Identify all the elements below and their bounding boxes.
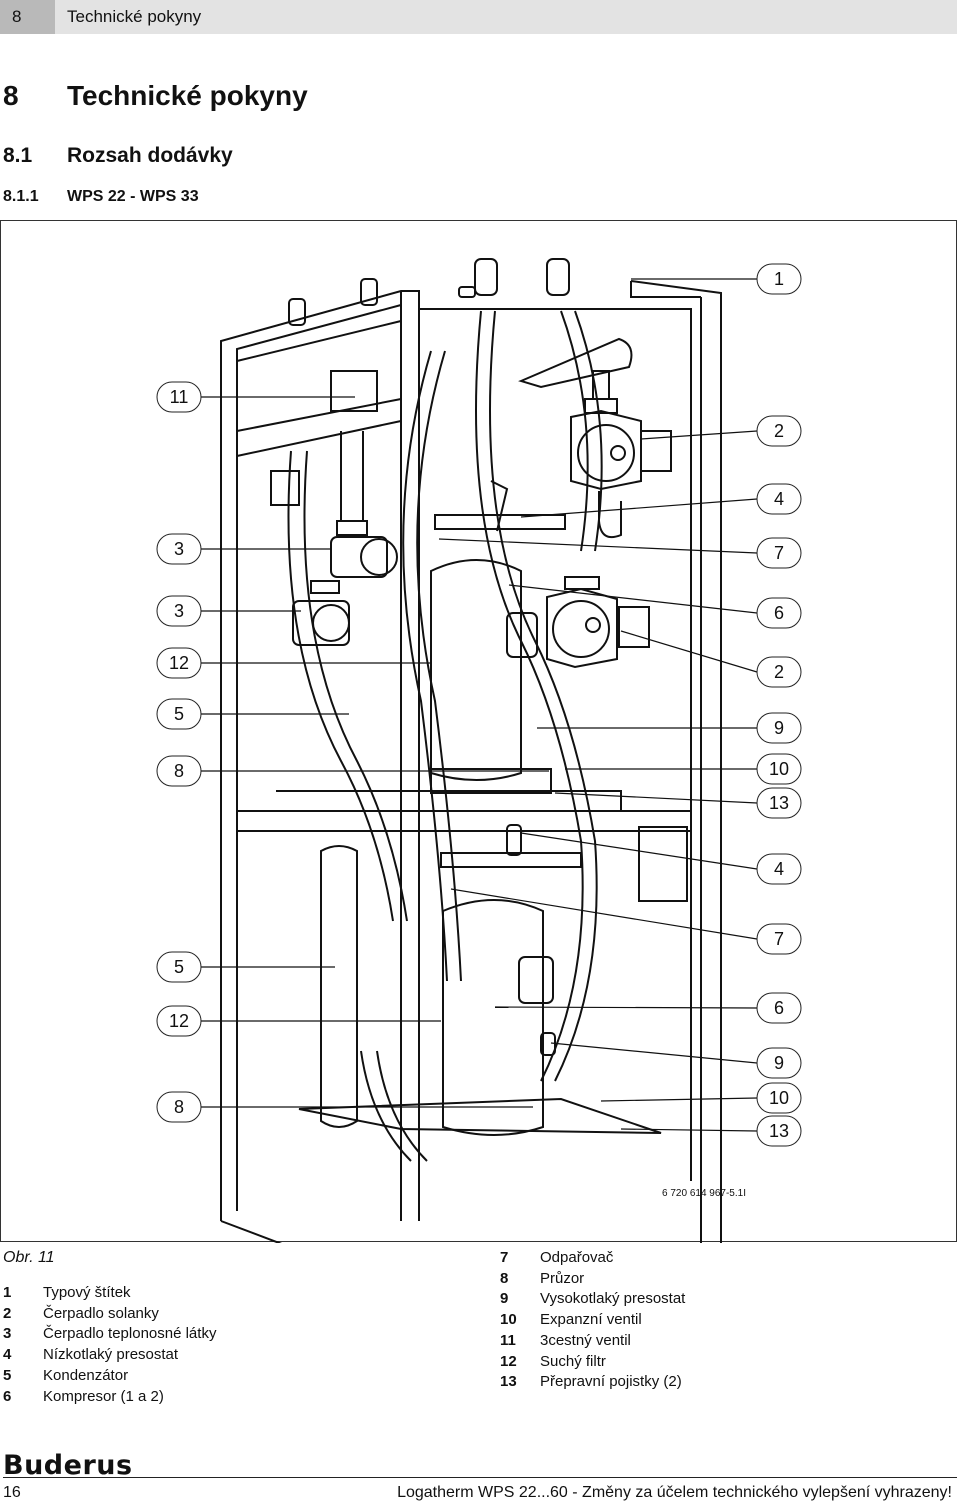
legend-item: 12 Suchý filtr: [500, 1352, 685, 1373]
legend-text: Kompresor (1 a 2): [43, 1387, 164, 1405]
legend-text: Průzor: [540, 1269, 585, 1287]
legend-item: 4 Nízkotlaký presostat: [3, 1345, 216, 1366]
callout-label: 9: [774, 718, 784, 738]
legend-text: Čerpadlo teplonosné látky: [43, 1325, 217, 1343]
heading2-number: 8.1: [3, 144, 33, 167]
callout-label: 2: [774, 421, 784, 441]
callout-label: 4: [774, 489, 784, 509]
legend-item: 13 Přepravní pojistky (2): [500, 1372, 685, 1393]
heat-pump-drawing: 1 2 4 7 6 2 9 10 13 4 7 6 9 10 13 11 3 3…: [156, 258, 802, 1243]
legend-text: 3cestný ventil: [540, 1331, 631, 1349]
legend-text: Expanzní ventil: [540, 1311, 642, 1329]
callout-label: 6: [774, 603, 784, 623]
legend-item: 5 Kondenzátor: [3, 1366, 216, 1387]
legend-item: 8 Průzor: [500, 1269, 685, 1290]
heading3-number: 8.1.1: [3, 188, 39, 205]
callout-label: 6: [774, 998, 784, 1018]
callout-label: 7: [774, 543, 784, 563]
legend-item: 7 Odpařovač: [500, 1248, 685, 1269]
callout-label: 7: [774, 929, 784, 949]
callout-label: 13: [769, 793, 789, 813]
heading3-title: WPS 22 - WPS 33: [67, 188, 199, 205]
header-chapter-title: Technické pokyny: [67, 7, 202, 26]
legend-number: 3: [3, 1325, 12, 1343]
callout-label: 11: [170, 387, 189, 407]
legend-number: 1: [3, 1284, 12, 1301]
callout-label: 2: [774, 662, 784, 682]
callouts-right: 1 2 4 7 6 2 9 10 13 4 7 6 9 10 13: [756, 263, 802, 1147]
legend-text: Čerpadlo solanky: [43, 1304, 159, 1322]
legend-column-1: 1 Typový štítek 2 Čerpadlo solanky 3 Čerpad…: [3, 1283, 216, 1407]
legend-number: 6: [3, 1387, 12, 1405]
legend-number: 12: [500, 1352, 517, 1370]
legend-item: 9 Vysokotlaký presostat: [500, 1289, 685, 1310]
legend-text: Typový štítek: [43, 1284, 131, 1301]
buderus-logo: Buderus: [3, 1450, 133, 1481]
callout-label: 8: [174, 1097, 184, 1117]
legend-column-2: 7 Odpařovač 8 Průzor 9 Vysokotlaký presosta…: [500, 1248, 685, 1393]
callout-label: 4: [774, 859, 784, 879]
legend-text: Nízkotlaký presostat: [43, 1346, 179, 1364]
page-header: 8 Technické pokyny: [0, 0, 957, 34]
legend-number: 11: [500, 1331, 516, 1349]
legend-number: 7: [500, 1249, 509, 1266]
legend-text: Suchý filtr: [540, 1352, 606, 1370]
header-chapter-number: 8: [0, 0, 55, 34]
figure-caption: Obr. 11: [3, 1249, 55, 1266]
legend-item: 6 Kompresor (1 a 2): [3, 1387, 216, 1408]
legend-item: 2 Čerpadlo solanky: [3, 1304, 216, 1325]
legend-number: 4: [3, 1346, 12, 1364]
callout-label: 3: [174, 601, 184, 621]
callout-label: 5: [174, 704, 184, 724]
callout-label: 10: [769, 759, 789, 779]
heading1-number: 8: [3, 80, 19, 111]
legend-item: 11 3cestný ventil: [500, 1331, 685, 1352]
figure-code: 6 720 614 967-5.1I: [662, 1188, 746, 1199]
callout-label: 10: [769, 1088, 789, 1108]
heading1-title: Technické pokyny: [67, 80, 308, 111]
legend-item: 3 Čerpadlo teplonosné látky: [3, 1324, 216, 1345]
legend-number: 13: [500, 1373, 517, 1391]
callout-label: 12: [169, 653, 189, 673]
legend-text: Přepravní pojistky (2): [540, 1373, 682, 1391]
legend-text: Odpařovač: [540, 1249, 614, 1266]
legend-number: 9: [500, 1290, 509, 1308]
legend-number: 5: [3, 1366, 12, 1384]
footer-text: Logatherm WPS 22...60 - Změny za účelem …: [397, 1484, 952, 1501]
figure-frame: 1 2 4 7 6 2 9 10 13 4 7 6 9 10 13 11 3 3…: [0, 220, 957, 1243]
callout-label: 8: [174, 761, 184, 781]
callout-label: 9: [774, 1053, 784, 1073]
legend-number: 10: [500, 1311, 517, 1329]
legend-item: 1 Typový štítek: [3, 1283, 216, 1304]
legend-text: Vysokotlaký presostat: [540, 1290, 686, 1308]
callout-label: 13: [769, 1121, 789, 1141]
callout-label: 12: [169, 1011, 189, 1031]
callout-label: 1: [774, 269, 784, 289]
legend-item: 10 Expanzní ventil: [500, 1310, 685, 1331]
footer-divider: [3, 1477, 957, 1478]
legend-number: 8: [500, 1269, 509, 1287]
callouts-left: 11 3 3 12 5 8 5 12 8: [156, 381, 202, 1123]
callout-label: 5: [174, 957, 184, 977]
callout-label: 3: [174, 539, 184, 559]
heading2-title: Rozsah dodávky: [67, 144, 233, 167]
page-number: 16: [3, 1484, 21, 1501]
legend-number: 2: [3, 1304, 12, 1322]
legend-text: Kondenzátor: [43, 1366, 129, 1384]
